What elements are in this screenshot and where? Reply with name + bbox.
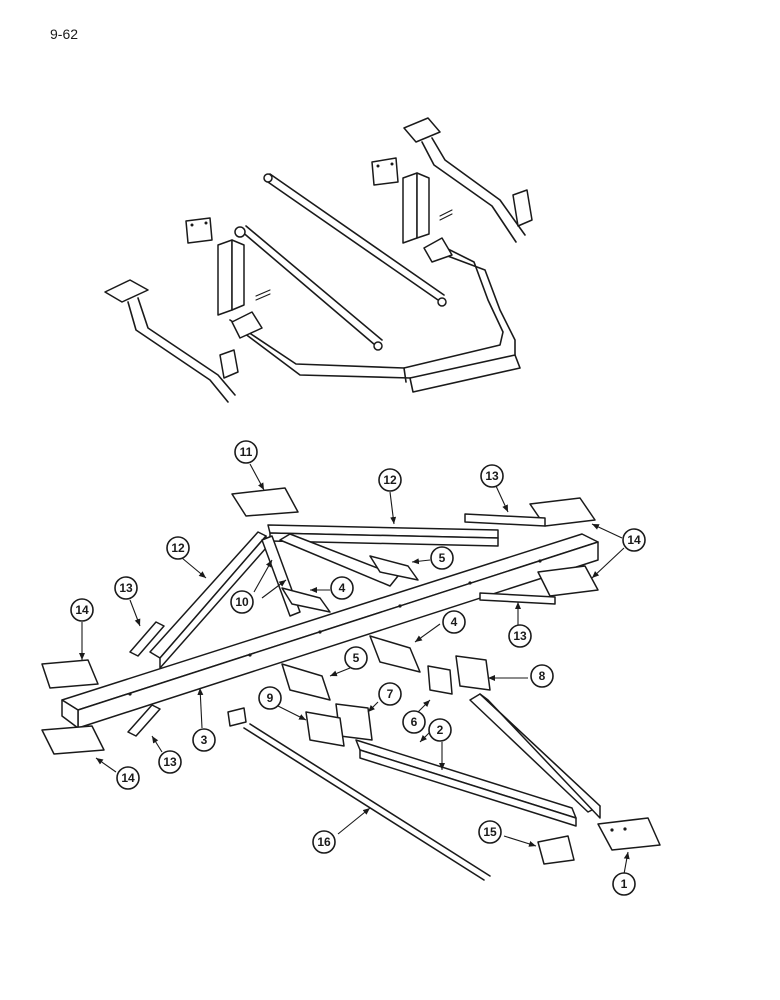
callout-1: 1 (612, 872, 636, 896)
svg-text:10: 10 (235, 595, 249, 609)
svg-text:12: 12 (383, 473, 397, 487)
callout-13-top: 13 (480, 464, 504, 488)
svg-text:3: 3 (201, 733, 208, 747)
callout-4-lower: 4 (442, 610, 466, 634)
svg-text:16: 16 (317, 835, 331, 849)
callout-14-left: 14 (70, 598, 94, 622)
callout-15: 15 (478, 820, 502, 844)
callouts: 1 2 3 4 4 5 5 6 7 8 9 10 11 12 12 13 13 … (70, 440, 646, 896)
svg-text:12: 12 (171, 541, 185, 555)
svg-text:4: 4 (339, 581, 346, 595)
svg-text:14: 14 (75, 603, 89, 617)
callout-3: 3 (192, 728, 216, 752)
callout-10: 10 (230, 590, 254, 614)
svg-text:7: 7 (387, 687, 394, 701)
svg-text:9: 9 (267, 691, 274, 705)
svg-text:14: 14 (121, 771, 135, 785)
svg-text:13: 13 (119, 581, 133, 595)
lower-frame-assembly (41, 487, 661, 881)
callout-16: 16 (312, 830, 336, 854)
callout-11: 11 (234, 440, 258, 464)
svg-text:2: 2 (437, 723, 444, 737)
callout-12-upper: 12 (378, 468, 402, 492)
callout-2: 2 (428, 718, 452, 742)
svg-text:6: 6 (411, 715, 418, 729)
svg-text:14: 14 (627, 533, 641, 547)
callout-7: 7 (378, 682, 402, 706)
svg-text:4: 4 (451, 615, 458, 629)
callout-13-left: 13 (114, 576, 138, 600)
svg-text:5: 5 (353, 651, 360, 665)
callout-9: 9 (258, 686, 282, 710)
svg-text:13: 13 (163, 755, 177, 769)
svg-text:11: 11 (240, 445, 253, 459)
svg-text:5: 5 (439, 551, 446, 565)
svg-text:13: 13 (513, 629, 527, 643)
callout-13-bottom: 13 (158, 750, 182, 774)
callout-14-right: 14 (622, 528, 646, 552)
callout-8: 8 (530, 664, 554, 688)
callout-5-lower: 5 (344, 646, 368, 670)
svg-text:15: 15 (483, 825, 497, 839)
upper-frame-assembly (104, 117, 533, 403)
callout-14-bottom: 14 (116, 766, 140, 790)
callout-13-right: 13 (508, 624, 532, 648)
callout-12-left: 12 (166, 536, 190, 560)
svg-text:1: 1 (621, 877, 628, 891)
svg-text:13: 13 (485, 469, 499, 483)
callout-5-upper: 5 (430, 546, 454, 570)
callout-6: 6 (402, 710, 426, 734)
svg-text:8: 8 (539, 669, 546, 683)
callout-4-upper: 4 (330, 576, 354, 600)
page-number: 9-62 (50, 26, 79, 42)
